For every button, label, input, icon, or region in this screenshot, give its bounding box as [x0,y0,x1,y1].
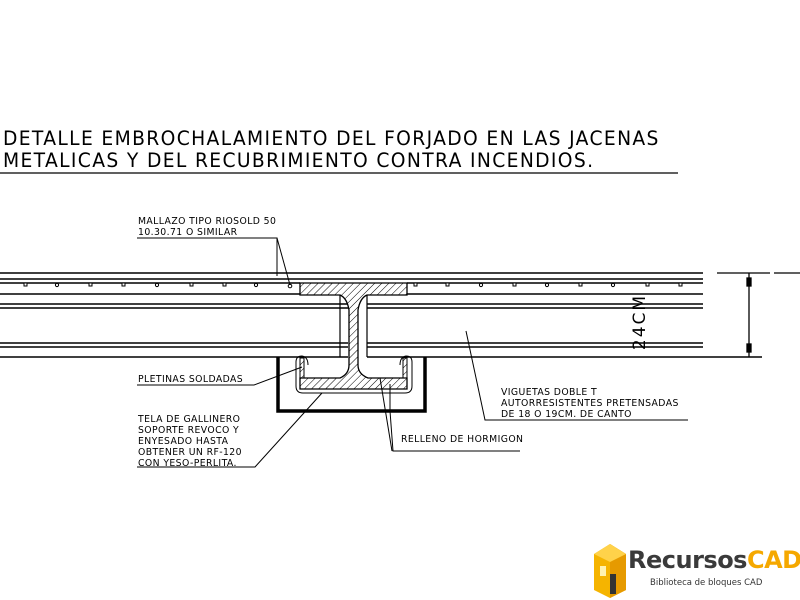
recursoscad-logo: RecursosCAD Biblioteca de bloques CAD [590,540,800,600]
label-relleno: RELLENO DE HORMIGON [401,434,524,445]
steel-beam [299,282,408,390]
logo-wordmark-part-1: Recursos [628,546,747,574]
label-mallazo-line-1: MALLAZO TIPO RIOSOLD 50 [138,216,277,227]
label-viguetas-line-1: VIGUETAS DOBLE T [501,387,598,398]
concrete-encasement [276,357,427,413]
title-underlines [0,172,678,174]
label-pletinas: PLETINAS SOLDADAS [138,374,244,385]
label-tela-line-1: TELA DE GALLINERO [138,414,241,425]
leader-lines [137,237,688,468]
label-tela-line-5: CON YESO-PERLITA. [138,458,237,469]
logo-wordmark: RecursosCAD [628,546,800,574]
label-tela-line-2: SOPORTE REVOCO Y [138,425,240,436]
label-viguetas-line-3: DE 18 O 19CM. DE CANTO [501,409,632,420]
mesh-bars [23,282,683,289]
slab-lines [0,272,762,358]
dimension-text: 24CM [630,293,651,351]
label-mallazo: MALLAZO TIPO RIOSOLD 50 10.30.71 O SIMIL… [138,216,276,238]
label-viguetas: VIGUETAS DOBLE T AUTORRESISTENTES PRETEN… [501,387,679,420]
dimension-line [717,272,800,357]
title-line-2: METALICAS Y DEL RECUBRIMIENTO CONTRA INC… [3,149,595,172]
logo-wordmark-part-2: CAD [746,546,800,574]
label-viguetas-line-2: AUTORRESISTENTES PRETENSADAS [501,398,679,409]
wire-mesh-wrap [295,355,413,394]
house-logo-icon [594,544,626,598]
label-tela-line-3: ENYESADO HASTA [138,436,229,447]
label-mallazo-line-2: 10.30.71 O SIMILAR [138,227,238,238]
label-tela-line-4: OBTENER UN RF-120 [138,447,242,458]
title-line-1: DETALLE EMBROCHALAMIENTO DEL FORJADO EN … [3,127,660,150]
label-tela: TELA DE GALLINERO SOPORTE REVOCO Y ENYES… [138,414,242,469]
logo-subtitle: Biblioteca de bloques CAD [650,578,763,588]
